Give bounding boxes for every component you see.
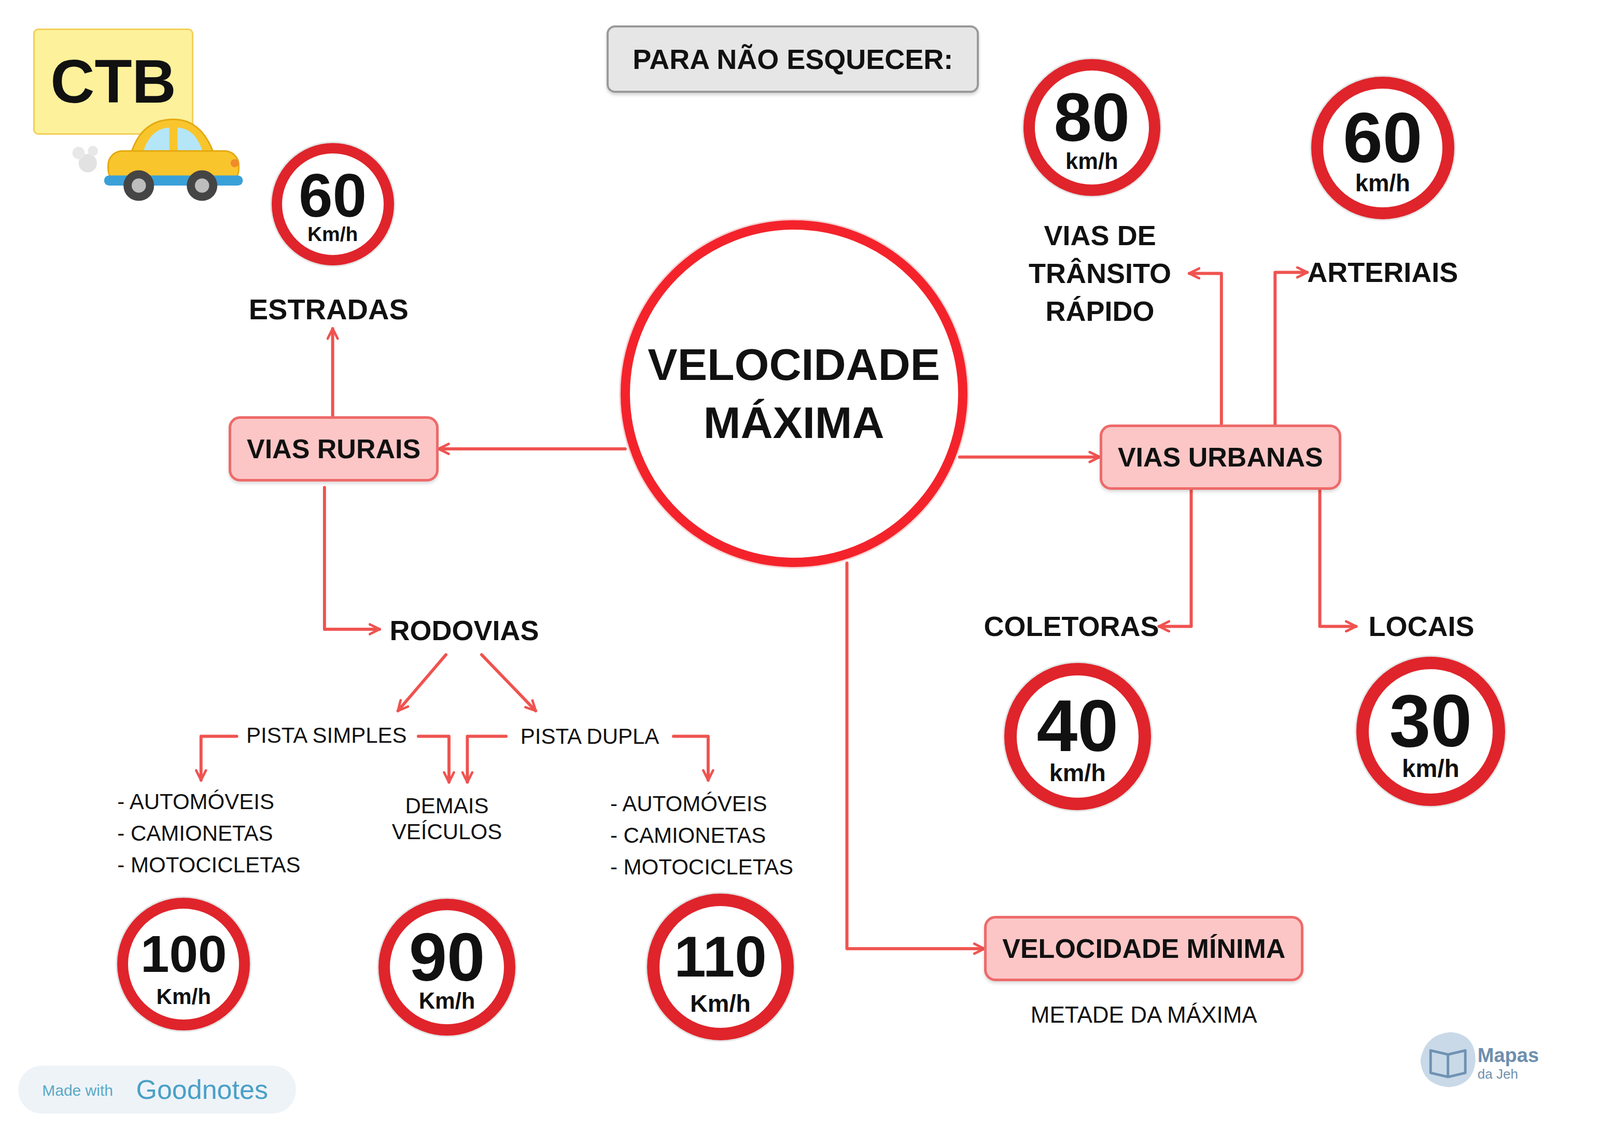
text-label: - CAMIONETAS — [117, 820, 273, 847]
note-text: METADE DA MÁXIMA — [1030, 1001, 1258, 1030]
sign-ring: 30km/h — [1356, 656, 1506, 806]
sign-number: 80 — [1034, 83, 1149, 152]
text-label: da Jeh — [1477, 1066, 1519, 1083]
sign-number: 60 — [282, 164, 384, 227]
title-badge: CTB — [33, 28, 194, 135]
sign-unit: km/h — [1034, 150, 1149, 174]
speed-sign: 40km/h COLETORAS — [984, 607, 1160, 811]
text-label: - MOTOCICLETAS — [117, 852, 301, 879]
leader-line — [324, 487, 380, 629]
sign-ring: 90Km/h — [378, 899, 516, 1036]
text-label: - CAMIONETAS — [610, 822, 766, 849]
box-label: PARA NÃO ESQUECER: — [632, 43, 953, 76]
sign-ring: 60Km/h — [271, 143, 395, 266]
connector-arrow — [1274, 272, 1308, 425]
sign-unit: km/h — [1016, 761, 1139, 786]
speed-sign: 80km/hVIAS DE TRÂNSITO RÁPIDO — [1010, 59, 1189, 331]
text-label: PISTA DUPLA — [520, 723, 660, 750]
speed-sign: 90Km/h — [378, 899, 516, 1036]
sign-unit: Km/h — [128, 986, 240, 1008]
box-label: VIAS RURAIS — [246, 433, 421, 465]
connector-arrow — [1320, 489, 1357, 627]
sign-ring: 40km/h — [1004, 663, 1152, 810]
box-label: VELOCIDADE MÍNIMA — [1002, 933, 1286, 965]
text-label: Mapas — [1477, 1044, 1539, 1069]
sign-unit: km/h — [1368, 756, 1493, 781]
sign-unit: Km/h — [282, 224, 384, 245]
category-box: VELOCIDADE MÍNIMA METADE DA MÁXIMA — [984, 916, 1304, 1029]
text-label: - AUTOMÓVEIS — [117, 789, 275, 816]
sign-unit: Km/h — [389, 990, 504, 1014]
category-box: VIAS URBANAS — [1099, 424, 1342, 490]
text-label: - AUTOMÓVEIS — [610, 791, 768, 818]
circle-label: VELOCIDADE MÁXIMA — [641, 335, 947, 453]
box-shape: VELOCIDADE MÍNIMA — [984, 916, 1304, 982]
text-label: Made with — [41, 1081, 114, 1101]
sign-heading: LOCAIS — [1368, 607, 1475, 646]
sign-number: 60 — [1323, 102, 1443, 174]
header-box: PARA NÃO ESQUECER: — [606, 25, 979, 93]
speed-sign: 60km/hARTERIAIS — [1307, 76, 1458, 292]
connector-arrow — [847, 563, 985, 949]
speed-sign: 30km/h LOCAIS — [1356, 607, 1506, 807]
sign-heading: COLETORAS — [984, 607, 1160, 646]
text-label: PISTA SIMPLES — [246, 722, 407, 749]
leader-line — [481, 654, 536, 711]
leader-line — [398, 654, 447, 711]
sign-unit: Km/h — [659, 991, 782, 1017]
text-label: DEMAIS VEÍCULOS — [382, 793, 512, 846]
connector-arrow — [438, 447, 626, 451]
text-label: RODOVIAS — [389, 613, 539, 648]
leader-line — [201, 736, 237, 781]
badge-pill — [18, 1065, 296, 1114]
speed-sign: 110Km/h — [647, 893, 794, 1041]
connector-arrow — [331, 328, 335, 417]
text-label: - MOTOCICLETAS — [610, 854, 794, 881]
sign-heading: ESTRADAS — [248, 289, 409, 330]
leader-line — [418, 736, 449, 783]
box-label: CTB — [50, 46, 177, 117]
box-label: VIAS URBANAS — [1117, 441, 1324, 473]
sign-heading: VIAS DE TRÂNSITO RÁPIDO — [1010, 216, 1189, 331]
sign-ring: 60km/h — [1311, 76, 1455, 220]
sign-number: 100 — [128, 928, 240, 981]
book-logo — [1420, 1032, 1476, 1088]
speed-sign: 100Km/h — [117, 897, 250, 1031]
connector-arrow — [959, 455, 1100, 459]
leader-line — [673, 736, 709, 781]
leader-line — [467, 736, 507, 783]
sign-ring: 100Km/h — [117, 897, 250, 1031]
sign-unit: km/h — [1323, 171, 1443, 195]
sign-heading: ARTERIAIS — [1307, 253, 1458, 292]
speed-sign: 60Km/hESTRADAS — [248, 143, 409, 330]
sign-number: 90 — [389, 923, 504, 992]
sign-number: 30 — [1368, 683, 1493, 759]
text-label: Goodnotes — [135, 1073, 268, 1106]
connector-arrow — [1189, 273, 1222, 425]
sign-number: 40 — [1016, 689, 1139, 764]
main-circle: VELOCIDADE MÁXIMA — [620, 220, 968, 568]
sign-number: 110 — [659, 928, 782, 987]
connector-arrow — [1159, 489, 1192, 627]
sign-ring: 110Km/h — [647, 893, 794, 1041]
category-box: VIAS RURAIS — [228, 416, 439, 482]
sign-ring: 80km/h — [1023, 59, 1161, 196]
